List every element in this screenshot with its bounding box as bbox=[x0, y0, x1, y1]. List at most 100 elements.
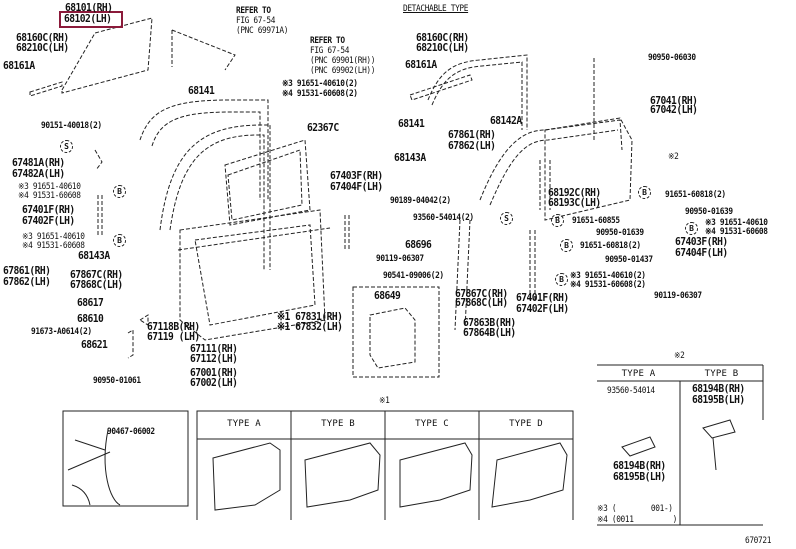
rh-part-label-68143a[interactable]: 68143A bbox=[394, 152, 426, 164]
rh-part-label-90189[interactable]: 90189-04042(2) bbox=[390, 196, 451, 206]
part-label-68621[interactable]: 68621 bbox=[81, 339, 108, 351]
part-label-67831[interactable]: ※1 67831(RH) bbox=[277, 311, 343, 323]
rh-part-label-67864b[interactable]: 67864B(LH) bbox=[463, 327, 516, 339]
clip-a-part-68195b[interactable]: 68195B(LH) bbox=[613, 471, 666, 483]
rh-part-label-68210c[interactable]: 68210C(LH) bbox=[416, 42, 469, 54]
rh-part-label-67868c[interactable]: 67868C(LH) bbox=[455, 297, 508, 309]
rh-part-label-67402f[interactable]: 67402F(LH) bbox=[516, 303, 569, 315]
rh-part-label-67863b[interactable]: 67863B(RH) bbox=[463, 317, 516, 329]
clip-a-part-93560[interactable]: 93560-54014 bbox=[607, 386, 655, 396]
part-label-68610[interactable]: 68610 bbox=[77, 313, 104, 325]
rh-window-post bbox=[539, 160, 551, 210]
rh-center-post bbox=[454, 219, 471, 331]
vehicle-outline bbox=[67, 429, 121, 506]
part-label-67401f[interactable]: 67401F(RH) bbox=[22, 204, 75, 216]
part-label-91673[interactable]: 91673-A0614(2) bbox=[31, 327, 92, 337]
rh-part-label-67867c[interactable]: 67867C(RH) bbox=[455, 288, 508, 300]
refer-note-2b[interactable]: FIG 67-54 bbox=[310, 46, 350, 56]
rh-part-label-67404f[interactable]: 67404F(LH) bbox=[675, 247, 728, 259]
part-label-67862[interactable]: 67862(LH) bbox=[3, 276, 51, 288]
part-label-68102-selected[interactable]: 68102(LH) bbox=[64, 13, 112, 25]
part-label-68101[interactable]: 68101(RH) bbox=[65, 2, 113, 14]
refer-note-1b[interactable]: FIG 67-54 bbox=[236, 16, 276, 26]
rh-part-label-68193c[interactable]: 68193C(LH) bbox=[548, 197, 601, 209]
rh-part-label-90950-01437[interactable]: 90950-01437 bbox=[605, 255, 653, 265]
rh-part-label-68161a[interactable]: 68161A bbox=[405, 59, 437, 71]
rh-part-label-68160c[interactable]: 68160C(RH) bbox=[416, 32, 469, 44]
part-label-68160c[interactable]: 68160C(RH) bbox=[16, 32, 69, 44]
selected-part-highlight bbox=[59, 11, 123, 28]
rh-bolt-label-3a[interactable]: ※3 91651-40610 bbox=[705, 218, 768, 228]
bolt-label-4a[interactable]: ※4 91531-60608 bbox=[18, 191, 81, 201]
part-label-68141[interactable]: 68141 bbox=[188, 85, 215, 97]
part-label-67481a[interactable]: 67481A(RH) bbox=[12, 157, 65, 169]
rh-part-label-68142a[interactable]: 68142A bbox=[490, 115, 522, 127]
part-label-67112[interactable]: 67112(LH) bbox=[190, 353, 238, 365]
clip-a-part-68194b[interactable]: 68194B(RH) bbox=[613, 460, 666, 472]
bolt-label-3[interactable]: ※3 91651-40610(2) bbox=[282, 79, 358, 89]
part-label-67867c[interactable]: 67867C(RH) bbox=[70, 269, 123, 281]
inset-box-vehicle bbox=[62, 410, 189, 507]
door-glass-outline bbox=[61, 17, 153, 94]
rh-part-label-68141[interactable]: 68141 bbox=[398, 118, 425, 130]
door-panel-inner bbox=[194, 224, 316, 326]
refer-note-2c[interactable]: (PNC 69901(RH)) bbox=[310, 56, 376, 66]
clip-b-part-68195b[interactable]: 68195B(LH) bbox=[692, 394, 745, 406]
rh-part-label-91651-60818a[interactable]: 91651-60818(2) bbox=[665, 190, 726, 200]
rh-part-label-90950-01639b[interactable]: 90950-01639 bbox=[596, 228, 644, 238]
part-label-90467[interactable]: 90467-06002 bbox=[107, 427, 155, 437]
rh-part-label-67401f[interactable]: 67401F(RH) bbox=[516, 292, 569, 304]
rh-bolt-label-4b[interactable]: ※4 91531-60608(2) bbox=[570, 280, 646, 290]
part-label-67404f[interactable]: 67404F(LH) bbox=[330, 181, 383, 193]
clip-table-border bbox=[597, 364, 764, 526]
bolt-label-3b[interactable]: ※3 91651-40610 bbox=[22, 232, 85, 242]
refer-note-1c[interactable]: (PNC 69971A) bbox=[236, 26, 289, 36]
part-label-90119-left[interactable]: 90119-06307 bbox=[376, 254, 424, 264]
part-label-67403f[interactable]: 67403F(RH) bbox=[330, 170, 383, 182]
bolt-label-4b[interactable]: ※4 91531-60608 bbox=[22, 241, 85, 251]
part-label-62367c[interactable]: 62367C bbox=[307, 122, 339, 134]
part-label-67482a[interactable]: 67482A(LH) bbox=[12, 168, 65, 180]
part-label-90950-01061[interactable]: 90950-01061 bbox=[93, 376, 141, 386]
part-label-67832[interactable]: ※1 67832(LH) bbox=[277, 321, 343, 333]
rh-callout-b-2: B bbox=[551, 214, 564, 227]
rh-bolt-label-4a[interactable]: ※4 91531-60608 bbox=[705, 227, 768, 237]
rh-part-label-67403f[interactable]: 67403F(RH) bbox=[675, 236, 728, 248]
part-label-67111[interactable]: 67111(RH) bbox=[190, 343, 238, 355]
clip-type-a-header: TYPE A bbox=[621, 369, 656, 379]
rh-part-label-68696[interactable]: 68696 bbox=[405, 239, 432, 251]
part-label-68161a[interactable]: 68161A bbox=[3, 60, 35, 72]
rh-part-label-90950-01639a[interactable]: 90950-01639 bbox=[685, 207, 733, 217]
rh-part-label-91651-60818b[interactable]: 91651-60818(2) bbox=[580, 241, 641, 251]
bolt-label-4[interactable]: ※4 91531-60608(2) bbox=[282, 89, 358, 99]
rh-bolt-label-3b[interactable]: ※3 91651-40610(2) bbox=[570, 271, 646, 281]
rh-part-label-67042[interactable]: 67042(LH) bbox=[650, 104, 698, 116]
rh-part-label-68192c[interactable]: 68192C(RH) bbox=[548, 187, 601, 199]
part-label-67002[interactable]: 67002(LH) bbox=[190, 377, 238, 389]
rh-part-label-67861[interactable]: 67861(RH) bbox=[448, 129, 496, 141]
part-label-67119[interactable]: 67119 (LH) bbox=[147, 331, 200, 343]
clip-b-part-68194b[interactable]: 68194B(RH) bbox=[692, 383, 745, 395]
rh-callout-b-3: B bbox=[685, 222, 698, 235]
part-label-68210c[interactable]: 68210C(LH) bbox=[16, 42, 69, 54]
rh-part-label-90950-06030[interactable]: 90950-06030 bbox=[648, 53, 696, 63]
part-label-68617[interactable]: 68617 bbox=[77, 297, 104, 309]
part-label-90541[interactable]: 90541-09006(2) bbox=[383, 271, 444, 281]
rh-part-label-93560[interactable]: 93560-54014(2) bbox=[413, 213, 474, 223]
part-label-67861[interactable]: 67861(RH) bbox=[3, 265, 51, 277]
part-label-67402f[interactable]: 67402F(LH) bbox=[22, 215, 75, 227]
part-label-67868c[interactable]: 67868C(LH) bbox=[70, 279, 123, 291]
rh-part-label-67041[interactable]: 67041(RH) bbox=[650, 95, 698, 107]
bolt-label-3a[interactable]: ※3 91651-40610 bbox=[18, 182, 81, 192]
part-label-90151[interactable]: 90151-40018(2) bbox=[41, 121, 102, 131]
door-belt bbox=[177, 227, 331, 251]
part-label-68649[interactable]: 68649 bbox=[374, 290, 401, 302]
rh-part-label-90119[interactable]: 90119-06307 bbox=[654, 291, 702, 301]
refer-note-2d[interactable]: (PNC 69902(LH)) bbox=[310, 66, 376, 76]
part-label-67001[interactable]: 67001(RH) bbox=[190, 367, 238, 379]
rh-note-2: ※2 bbox=[668, 152, 679, 162]
rh-part-label-67862[interactable]: 67862(LH) bbox=[448, 140, 496, 152]
part-label-68143a[interactable]: 68143A bbox=[78, 250, 110, 262]
part-label-67118b[interactable]: 67118B(RH) bbox=[147, 321, 200, 333]
rh-part-label-91651-60855[interactable]: 91651-60855 bbox=[572, 216, 620, 226]
